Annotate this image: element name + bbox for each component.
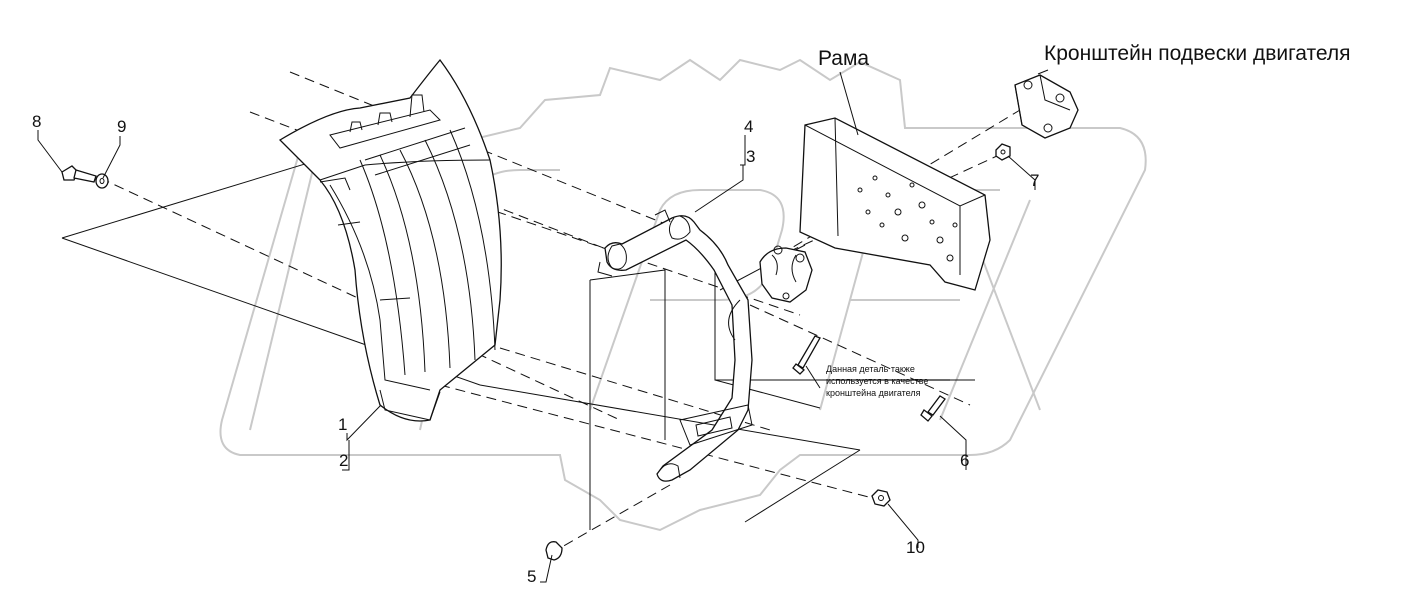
note-line-1: Данная деталь также bbox=[826, 364, 915, 374]
bolt-8 bbox=[61, 165, 97, 183]
leader-lines bbox=[37, 69, 1049, 583]
frame-rail bbox=[799, 117, 991, 291]
callout-9: 9 bbox=[117, 117, 126, 136]
nut-7 bbox=[995, 143, 1011, 161]
callout-7: 7 bbox=[1030, 171, 1039, 190]
engine-mount-bracket bbox=[1014, 74, 1079, 139]
bolt-6 bbox=[920, 395, 946, 422]
note-line-2: используется в качестве bbox=[826, 376, 928, 386]
callout-10: 10 bbox=[906, 538, 925, 557]
cap-5 bbox=[545, 541, 563, 561]
callout-3: 3 bbox=[746, 147, 755, 166]
callout-4: 4 bbox=[744, 117, 753, 136]
bolt-note bbox=[792, 335, 821, 375]
washer-9 bbox=[95, 173, 109, 189]
nut-10 bbox=[871, 489, 891, 507]
engine-bracket-label: Кронштейн подвески двигателя bbox=[1044, 42, 1351, 65]
note-line-3: кронштейна двигателя bbox=[826, 388, 921, 398]
callout-6: 6 bbox=[960, 451, 969, 470]
callout-8: 8 bbox=[32, 112, 41, 131]
frame-holes bbox=[857, 175, 958, 262]
callout-1: 1 bbox=[338, 415, 347, 434]
frame-label: Рама bbox=[818, 47, 869, 70]
callout-5: 5 bbox=[527, 567, 536, 586]
tube-bracket-part bbox=[597, 209, 753, 482]
callout-2: 2 bbox=[339, 451, 348, 470]
clamp-part bbox=[759, 245, 813, 303]
mudguard-part bbox=[278, 58, 502, 422]
